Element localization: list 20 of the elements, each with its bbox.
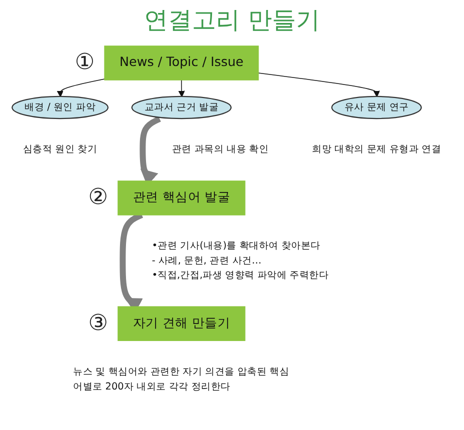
node-ellipse: 교과서 근거 발굴 [131, 96, 232, 120]
description-text: 희망 대학의 문제 유형과 연결 [312, 142, 442, 158]
description-text: 뉴스 및 핵심어와 관련한 자기 의견을 압축된 핵심어별로 200자 내외로 각각 정리한다 [73, 365, 290, 394]
bullet-text: - 사례, 문헌, 관련 사건… [152, 254, 262, 268]
node-ellipse: 유사 문제 연구 [331, 96, 422, 120]
arrow [56, 78, 105, 98]
arrow [178, 80, 185, 98]
description-text: 관련 과목의 내용 확인 [172, 142, 269, 158]
node-box: 자기 견해 만들기 [118, 306, 246, 342]
node-box: 관련 핵심어 발굴 [118, 180, 246, 216]
description-text: 심층적 원인 찾기 [22, 142, 98, 158]
bullet-text: •관련 기사(내용)를 확대하여 찾아본다 [152, 239, 322, 254]
node-ellipse: 배경 / 원인 파악 [12, 96, 109, 120]
arrow [258, 72, 380, 98]
step-number: ① [74, 50, 95, 75]
node-box: News / Topic / Issue [104, 46, 259, 80]
step-number: ③ [88, 312, 108, 336]
diagram-title: 연결고리 만들기 [144, 6, 320, 34]
step-number: ② [88, 186, 108, 210]
bullet-text: •직접,간접,파생 영향력 파악에 주력한다 [152, 268, 329, 283]
